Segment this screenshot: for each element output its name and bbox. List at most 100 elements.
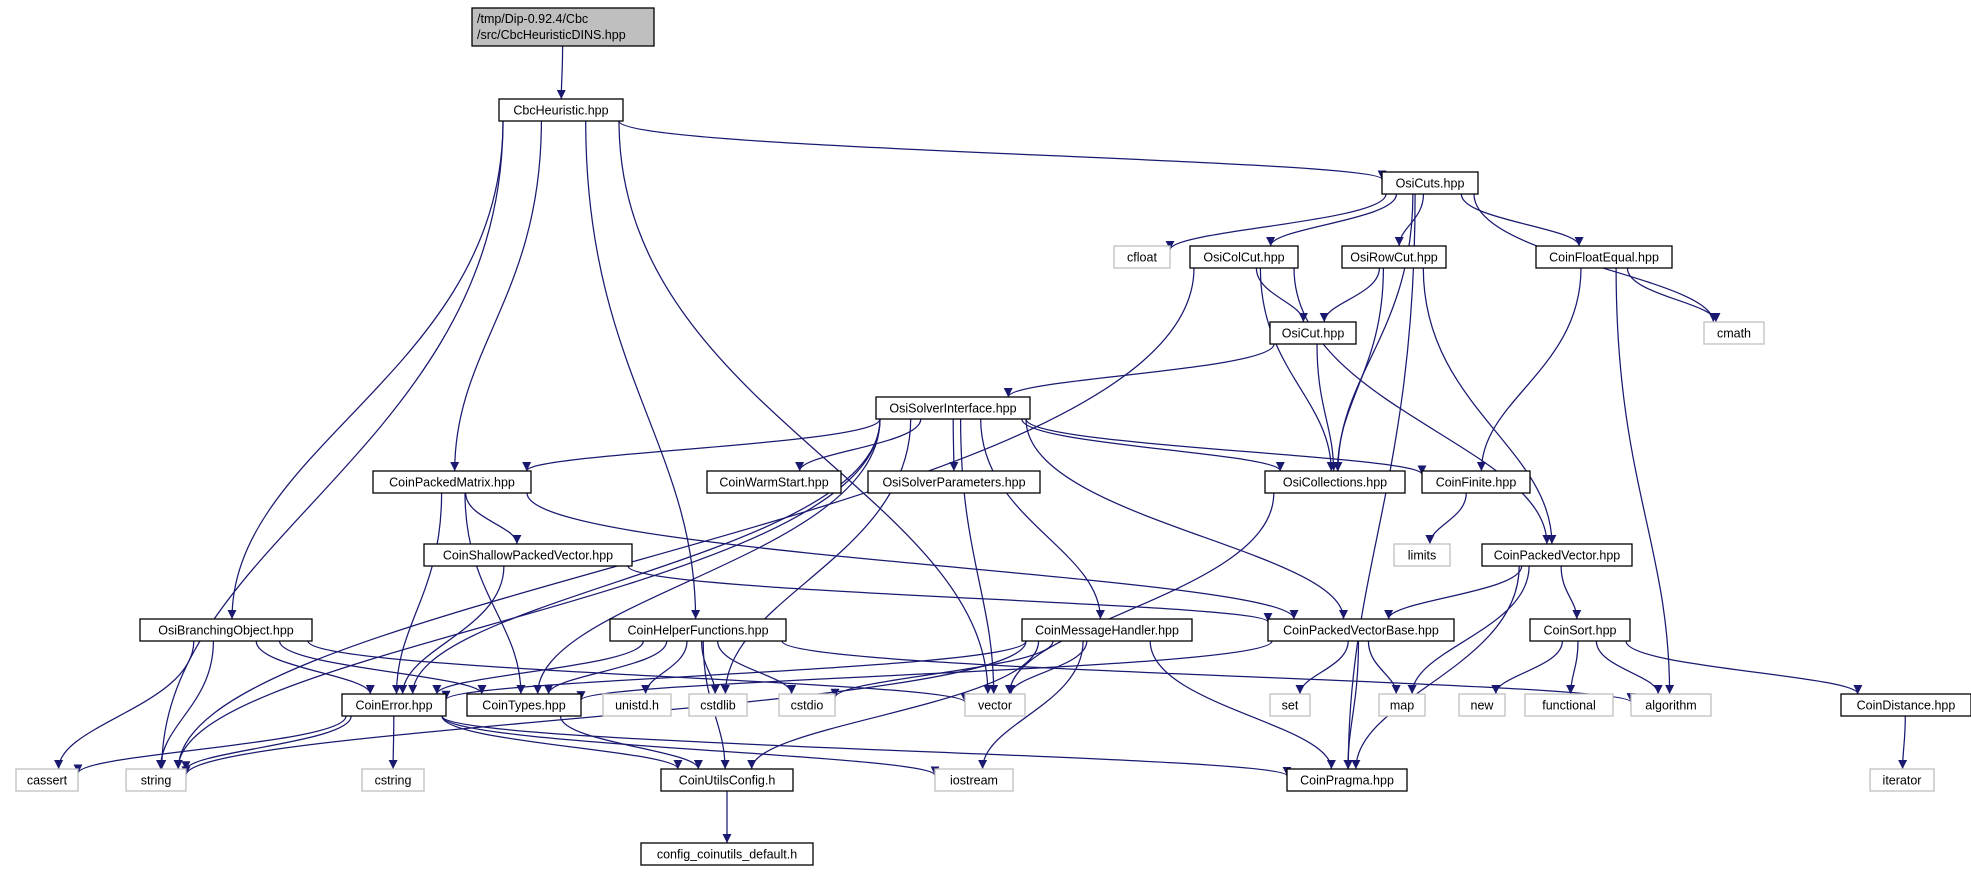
node-coinshallowpackedvector[interactable]: CoinShallowPackedVector.hpp (423, 543, 633, 567)
node-label: CoinShallowPackedVector.hpp (443, 549, 613, 563)
node-osisolverinterface[interactable]: OsiSolverInterface.hpp (875, 396, 1031, 420)
edge-arrow (1343, 640, 1360, 770)
edge-coinmessagehandler-to-vector (1006, 640, 1088, 695)
node-osibranchingobject[interactable]: OsiBranchingObject.hpp (139, 618, 313, 642)
edge-osicuts-to-cfloat (1165, 193, 1387, 251)
edge-osibranchingobject-to-cassert (54, 640, 195, 770)
node-coindistance[interactable]: CoinDistance.hpp (1840, 693, 1971, 717)
node-coinmessagehandler[interactable]: CoinMessageHandler.hpp (1021, 618, 1193, 642)
edge-arrow (156, 640, 215, 770)
node-coinpackedvectorbase[interactable]: CoinPackedVectorBase.hpp (1267, 618, 1455, 642)
node-string: string (125, 768, 187, 792)
edge-coinshallowpackedvector-to-coinerror (398, 565, 505, 695)
edge-coinerror-to-coinpragma (441, 715, 1292, 777)
edge-osicolcut-to-osicut (1255, 267, 1308, 323)
edge-arrow (1005, 492, 1275, 695)
node-label: cstdlib (700, 699, 735, 713)
node-root: /tmp/Dip-0.92.4/Cbc/src/CbcHeuristicDINS… (471, 7, 655, 47)
edge-arrow (1333, 267, 1385, 472)
edge-coinhelperfunctions-to-algorithm (781, 640, 1636, 703)
node-coinerror[interactable]: CoinError.hpp (341, 693, 447, 717)
edge-arrow (1566, 640, 1579, 695)
node-osisolverparameters[interactable]: OsiSolverParameters.hpp (867, 470, 1041, 494)
node-box (139, 618, 313, 642)
node-label: functional (1542, 699, 1596, 713)
edge-arrow (700, 640, 720, 695)
node-box (1703, 321, 1765, 345)
edge-cointypes-to-coinutilsconfig (559, 715, 703, 770)
edge-arrow (255, 640, 375, 695)
edge-arrow (795, 418, 922, 472)
node-box (1267, 618, 1455, 642)
node-coinfinite[interactable]: CoinFinite.hpp (1421, 470, 1531, 494)
node-label: CoinPragma.hpp (1300, 774, 1394, 788)
node-coinpackedvector[interactable]: CoinPackedVector.hpp (1481, 543, 1633, 567)
node-osicut[interactable]: OsiCut.hpp (1269, 321, 1357, 345)
edge-arrow (1367, 640, 1401, 695)
node-label: CoinMessageHandler.hpp (1035, 624, 1179, 638)
edge-osisolverinterface-to-coinwarmstart (795, 418, 922, 472)
edge-arrow (1295, 640, 1349, 695)
node-cstring: cstring (361, 768, 425, 792)
edge-arrow (388, 715, 398, 770)
edge-coinpackedvectorbase-to-coinpragma (1343, 640, 1360, 770)
edge-coinfloatequal-to-cmath (1626, 267, 1721, 323)
edge-cbcheuristic-to-string (157, 120, 504, 770)
edge-osicuts-to-osicolcut (1266, 193, 1398, 247)
node-coinfloatequal[interactable]: CoinFloatEqual.hpp (1535, 245, 1673, 269)
node-label: vector (978, 699, 1012, 713)
edge-arrow (464, 492, 526, 695)
node-box (1529, 618, 1631, 642)
edge-arrow (441, 715, 683, 770)
edge-coinerror-to-coinutilsconfig (441, 715, 683, 770)
edge-coinhelperfunctions-to-cstdio (716, 640, 797, 695)
node-coinpackedmatrix[interactable]: CoinPackedMatrix.hpp (372, 470, 532, 494)
node-coinsort[interactable]: CoinSort.hpp (1529, 618, 1631, 642)
edge-coinerror-to-string (181, 715, 352, 771)
edge-arrow (441, 640, 1027, 701)
edge-osisolverinterface-to-coinpackedmatrix (522, 418, 881, 472)
node-osicollections[interactable]: OsiCollections.hpp (1264, 470, 1406, 494)
node-iostream: iostream (934, 768, 1014, 792)
node-box (1524, 693, 1614, 717)
node-label: string (141, 774, 172, 788)
node-osicolcut[interactable]: OsiColCut.hpp (1189, 245, 1299, 269)
node-functional: functional (1524, 693, 1614, 717)
node-box (498, 98, 624, 122)
node-osirowcut[interactable]: OsiRowCut.hpp (1341, 245, 1447, 269)
node-label: cfloat (1127, 251, 1157, 265)
node-box (964, 693, 1026, 717)
edge-arrow (227, 120, 504, 620)
node-cassert: cassert (15, 768, 79, 792)
node-box (1421, 470, 1531, 494)
edge-coinerror-to-cassert (73, 715, 347, 774)
node-box (1264, 470, 1406, 494)
edge-coinmessagehandler-to-coinerror (441, 640, 1027, 701)
node-cstdlib: cstdlib (688, 693, 748, 717)
node-label: unistd.h (615, 699, 659, 713)
node-label: OsiColCut.hpp (1203, 251, 1284, 265)
node-coinutilsconfig[interactable]: CoinUtilsConfig.h (660, 768, 794, 792)
node-box (1189, 245, 1299, 269)
node-config-coinutils-default[interactable]: config_coinutils_default.h (640, 842, 814, 866)
node-set: set (1269, 693, 1311, 717)
node-box (1630, 693, 1712, 717)
edge-coinfloatequal-to-coinfinite (1476, 267, 1582, 472)
node-cbcheuristic[interactable]: CbcHeuristic.hpp (498, 98, 624, 122)
edge-osirowcut-to-osicollections (1333, 267, 1385, 472)
node-coinwarmstart[interactable]: CoinWarmStart.hpp (706, 470, 842, 494)
edge-cbcheuristic-to-vector (618, 120, 993, 695)
node-label: OsiBranchingObject.hpp (158, 624, 294, 638)
node-box (1341, 245, 1447, 269)
edge-arrow (1615, 267, 1675, 695)
node-coinhelperfunctions[interactable]: CoinHelperFunctions.hpp (609, 618, 787, 642)
node-coinpragma[interactable]: CoinPragma.hpp (1286, 768, 1408, 792)
node-label: CoinSort.hpp (1544, 624, 1617, 638)
edge-osisolverinterface-to-vector (959, 418, 999, 695)
node-label: CoinError.hpp (355, 699, 432, 713)
edge-coinsort-to-new (1491, 640, 1564, 695)
edge-arrow (1422, 267, 1557, 545)
node-osicuts[interactable]: OsiCuts.hpp (1381, 171, 1479, 195)
edge-arrow (1149, 640, 1336, 770)
node-cointypes[interactable]: CoinTypes.hpp (466, 693, 582, 717)
